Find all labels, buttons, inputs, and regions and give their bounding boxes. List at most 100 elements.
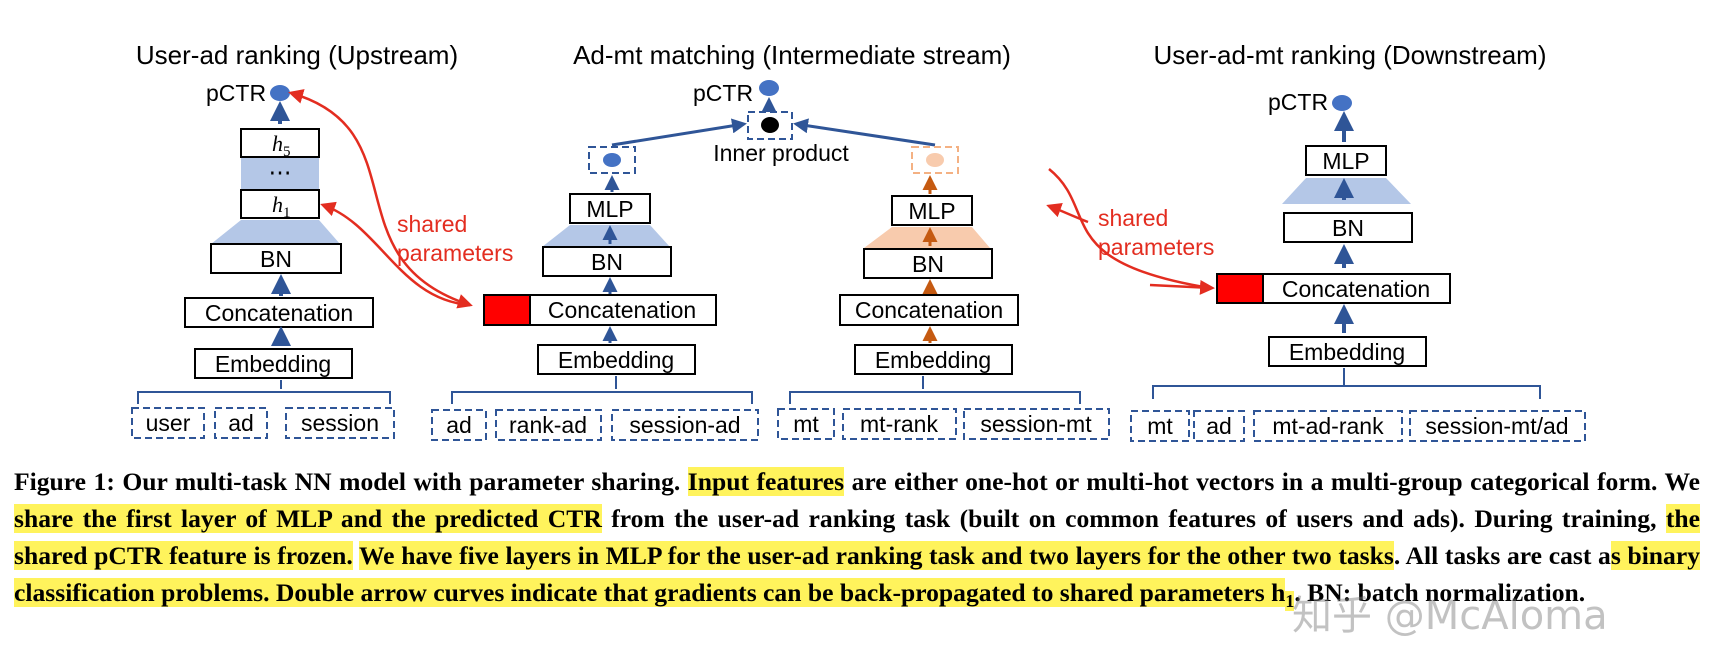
ad-tower-mlp-label: MLP [586, 196, 633, 222]
caption-highlight: Input features [687, 467, 845, 496]
mt-tower-feature-mt [777, 408, 835, 440]
ad-tower-feature-rank-ad-label: rank-ad [509, 412, 587, 438]
shared-pctr-curve [288, 89, 473, 309]
downstream-feature-ad-label: ad [1206, 413, 1232, 439]
inner-product-node [761, 117, 779, 133]
downstream-shared-block [1216, 273, 1264, 304]
intermediate-pctr-label: pCTR [693, 80, 753, 106]
upstream-feature-user [131, 407, 205, 439]
ad-tower-feature-session-ad [611, 409, 759, 441]
shared-label-left-2: parameters [397, 240, 513, 266]
downstream-feature-session-mt-ad [1409, 410, 1586, 442]
downstream-feature-mt [1130, 410, 1190, 442]
caption-text: Figure 1: Our multi-task NN model with p… [14, 467, 688, 496]
ad-tower-embedding-box [537, 344, 696, 375]
downstream-mlp-box [1305, 145, 1387, 176]
caption-text: . All tasks are cast a [1393, 541, 1611, 570]
downstream-embedding-box [1268, 336, 1427, 367]
svg-text:h1: h1 [272, 192, 291, 221]
downstream-feature-session-mt-ad-label: session-mt/ad [1425, 413, 1568, 439]
mt-tower-output-node [926, 153, 944, 167]
ad-tower-feature-session-ad-label: session-ad [629, 412, 740, 438]
mt-tower-feature-session-mt-label: session-mt [980, 411, 1092, 437]
mt-tower-feature-session-mt [963, 408, 1110, 440]
upstream-concat-label: Concatenation [205, 300, 353, 326]
upstream-h5-sub: 5 [283, 144, 291, 160]
upstream-panel: User-ad ranking (Upstream) pCTR h5 ⋯ h1 … [131, 40, 458, 439]
mt-tower-feature-mt-rank-label: mt-rank [860, 411, 938, 437]
upstream-bn-label: BN [260, 246, 292, 272]
shared-label-right-1: shared [1098, 205, 1168, 231]
ad-tower-feature-rank-ad [495, 409, 602, 441]
downstream-pctr-label: pCTR [1268, 89, 1328, 115]
mt-tower-bn-box [863, 248, 993, 279]
intermediate-pctr-node [759, 80, 779, 96]
ad-tower-bn-box [542, 246, 672, 277]
upstream-feature-session-label: session [301, 410, 379, 436]
downstream-feature-mt-ad-rank [1253, 410, 1403, 442]
downstream-concat-label: Concatenation [1282, 276, 1430, 302]
downstream-bn-label: BN [1332, 215, 1364, 241]
watermark: 知乎 @McAloma [1292, 593, 1608, 639]
ad-tower-mlp-box [569, 193, 651, 224]
upstream-trapezoid [211, 220, 340, 244]
mt-tower-mlp-box [891, 195, 973, 226]
upstream-pctr-node [270, 85, 290, 101]
downstream-title: User-ad-mt ranking (Downstream) [1154, 40, 1547, 70]
ad-tower-feature-ad [431, 409, 487, 441]
upstream-h1-sub: 1 [283, 205, 291, 221]
ad-tower-concat-label: Concatenation [548, 297, 696, 323]
upstream-feature-session [285, 407, 395, 439]
upstream-feature-ad-label: ad [228, 410, 254, 436]
shared-h1-curve [320, 201, 471, 307]
downstream-feature-bracket [1152, 385, 1541, 399]
shared-label-left-1: shared [397, 211, 467, 237]
ad-tower-concat-box [529, 294, 717, 326]
shared-label-right-2: parameters [1098, 234, 1214, 260]
downstream-embedding-label: Embedding [1289, 339, 1405, 365]
ad-tower-output-node [603, 153, 621, 167]
caption-text: are either one-hot or multi-hot vectors … [844, 467, 1700, 496]
mt-tower-concat-label: Concatenation [855, 297, 1003, 323]
mt-tower-bn-label: BN [912, 251, 944, 277]
svg-text:h5: h5 [272, 131, 291, 160]
downstream-feature-ad [1193, 410, 1245, 442]
mt-tower-embedding-box [854, 344, 1013, 375]
caption-text: from the user-ad ranking task (built on … [601, 504, 1666, 533]
caption-highlight: share the first layer of MLP and the pre… [14, 504, 602, 533]
shared-curve-downstream [1048, 168, 1211, 290]
mt-tower-embedding-label: Embedding [875, 347, 991, 373]
figure-caption: Figure 1: Our multi-task NN model with p… [14, 463, 1701, 620]
intermediate-panel: Ad-mt matching (Intermediate stream) pCT… [431, 40, 1110, 441]
downstream-concat-box [1262, 273, 1451, 304]
shared-params-right: shared parameters [1046, 168, 1215, 295]
downstream-bn-box [1283, 212, 1413, 243]
inner-product-label: Inner product [713, 140, 849, 166]
mt-tower-trapezoid [864, 227, 990, 248]
ad-tower-embedding-label: Embedding [558, 347, 674, 373]
ad-tower-feature-ad-label: ad [446, 412, 472, 438]
ad-tower-bn-label: BN [591, 249, 623, 275]
upstream-pctr-label: pCTR [206, 80, 266, 106]
upstream-dots: ⋯ [269, 159, 292, 185]
mt-tower-mlp-label: MLP [908, 198, 955, 224]
mt-tower-feature-mt-rank [842, 408, 957, 440]
ad-tower-feature-bracket [451, 391, 753, 404]
downstream-pctr-node [1332, 95, 1352, 111]
caption-highlight: We have five layers in MLP for the user-… [359, 541, 1394, 570]
downstream-feature-mt-ad-rank-label: mt-ad-rank [1272, 413, 1384, 439]
mt-tower-feature-bracket [789, 391, 1081, 404]
shared-params-left: shared parameters [288, 89, 513, 309]
ad-tower-trapezoid [542, 225, 670, 247]
upstream-embedding-box [194, 348, 353, 379]
ad-tower-shared-block [483, 294, 531, 326]
upstream-feature-bracket [137, 391, 391, 404]
upstream-feature-ad [214, 407, 268, 439]
caption-text: . BN: batch normalization. [1294, 578, 1586, 607]
caption-highlight: 1 [1285, 591, 1295, 612]
upstream-feature-user-label: user [146, 410, 191, 436]
upstream-h5-label: h [272, 131, 283, 156]
downstream-panel: User-ad-mt ranking (Downstream) pCTR MLP… [1130, 40, 1586, 442]
upstream-h1-label: h [272, 192, 283, 217]
upstream-embedding-label: Embedding [215, 351, 331, 377]
